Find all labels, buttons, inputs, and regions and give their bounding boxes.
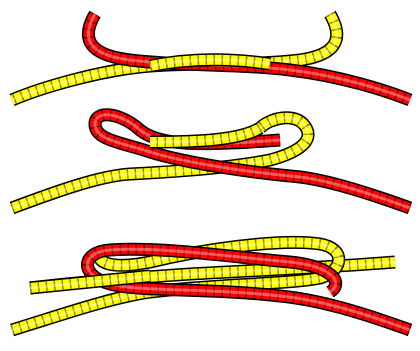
yellow-rope-2 [12,118,308,208]
yellow-rope-1-over [150,60,270,66]
step-3 [12,242,410,330]
step-1 [12,14,410,100]
step-2 [12,115,410,208]
